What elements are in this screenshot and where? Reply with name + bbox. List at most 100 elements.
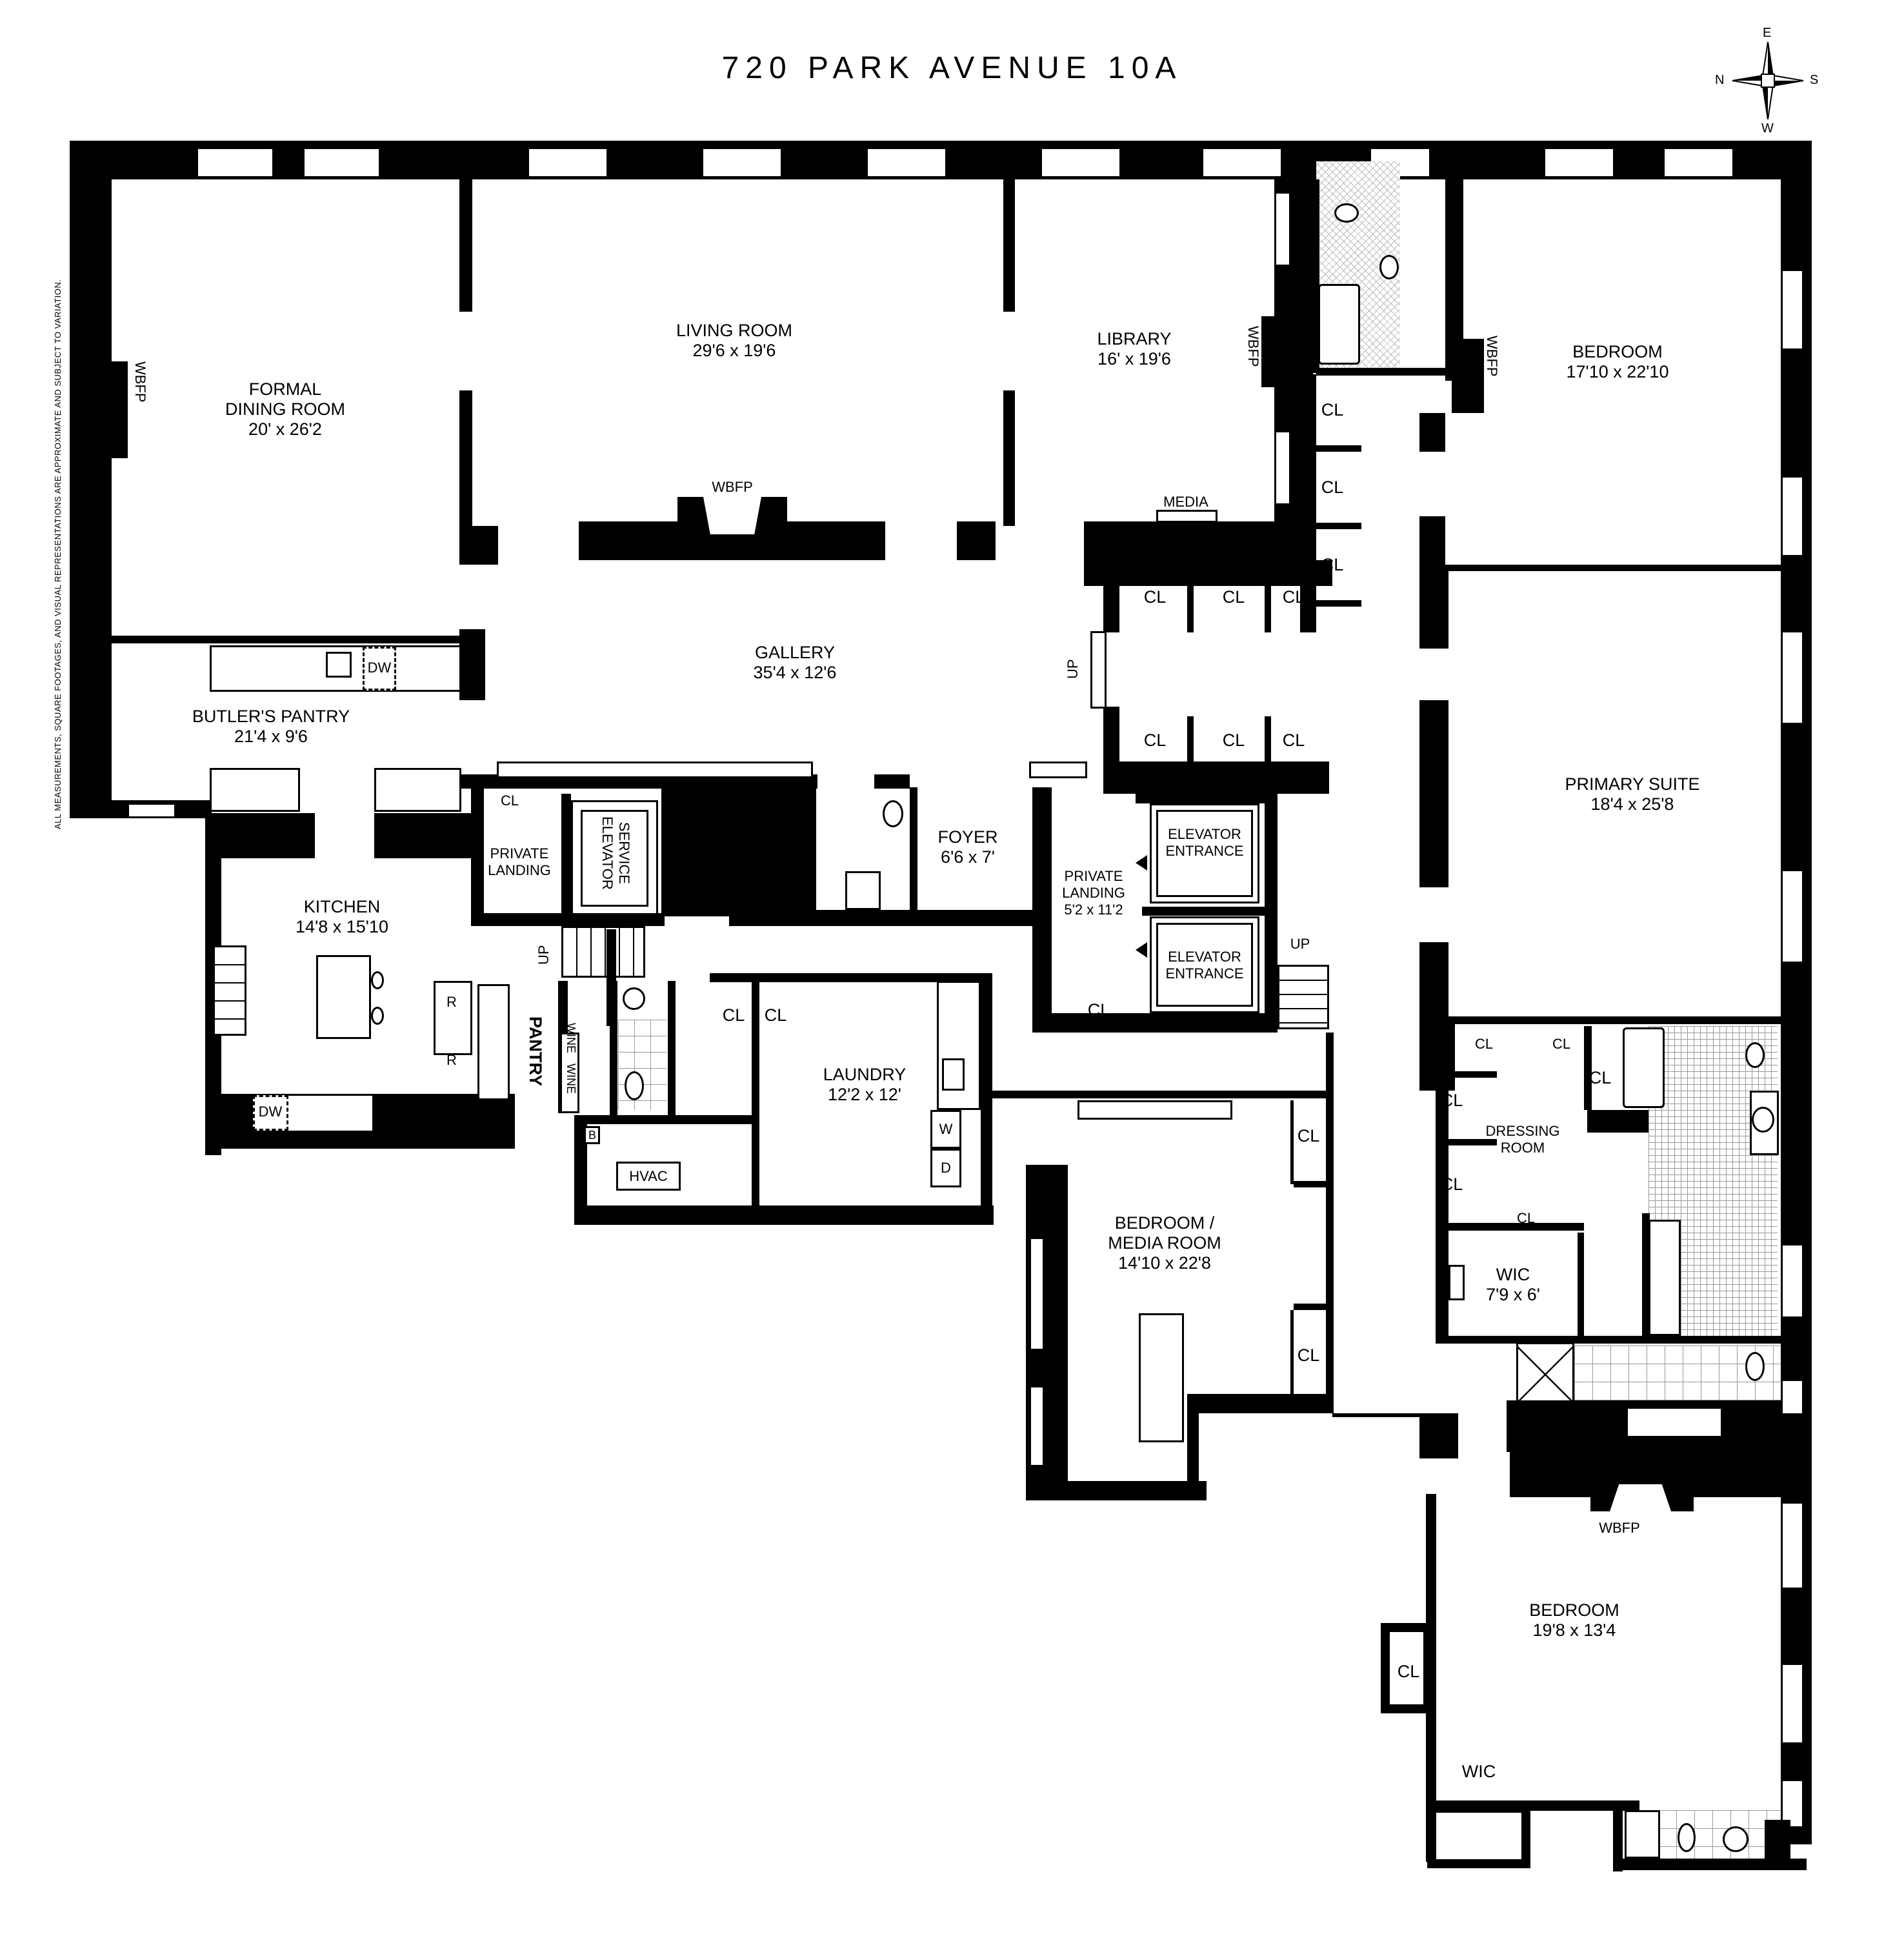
label-elevator-entrance-1: ELEVATOR ENTRANCE	[1165, 826, 1244, 859]
window	[1665, 147, 1732, 178]
wall-bedroom1-west	[1419, 516, 1445, 568]
built-in-cabinet	[1029, 761, 1087, 778]
wall-media-south-east	[1187, 1394, 1332, 1413]
bathtub	[1625, 1810, 1660, 1859]
window	[1781, 1245, 1804, 1316]
room-label-laundry: LAUNDRY 12'2 x 12'	[823, 1065, 907, 1104]
media-desk	[1139, 1313, 1184, 1442]
window	[703, 147, 781, 178]
window	[1203, 147, 1281, 178]
label-dishwasher-kitchen: DW	[258, 1104, 283, 1120]
closet-label: CL	[1588, 1068, 1612, 1087]
wall-foyer-south	[729, 910, 1052, 926]
closet-label: CL	[722, 1005, 745, 1025]
wall-gallery-closets-bottom	[1103, 707, 1119, 771]
wall-dressing-north	[1448, 1016, 1781, 1024]
closet-label: CL	[1397, 1662, 1420, 1681]
closet-label: CL	[1143, 587, 1167, 607]
elevator-2-car	[1156, 923, 1253, 1007]
closet-divider	[1448, 1071, 1497, 1078]
window	[1029, 1387, 1045, 1465]
wall-primary-bath-west	[1584, 1026, 1592, 1110]
label-wic-bedroom-3: WIC	[1461, 1762, 1496, 1781]
label-hvac: HVAC	[629, 1168, 668, 1184]
stair-up-gallery	[1090, 631, 1107, 709]
room-label-bedroom-1: BEDROOM 17'10 x 22'10	[1566, 342, 1669, 381]
label-dressing-room: DRESSING ROOM	[1485, 1123, 1560, 1156]
room-label-bedroom-3: BEDROOM 19'8 x 13'4	[1529, 1600, 1619, 1640]
closet-divider	[1316, 445, 1361, 452]
closet-label: CL	[1297, 1126, 1320, 1145]
sink-icon	[1379, 255, 1399, 279]
wall-primary-west	[1419, 565, 1448, 649]
wall-private-landing	[1032, 787, 1052, 1033]
wall-hvac	[574, 1115, 755, 1124]
wall-elevators	[1136, 787, 1278, 803]
closet-front	[1290, 1310, 1294, 1394]
closet-label: CL	[1222, 731, 1245, 750]
service-stair	[561, 926, 645, 978]
room-label-kitchen: KITCHEN 14'8 x 15'10	[296, 897, 388, 936]
wic-shelf	[1448, 1265, 1465, 1300]
closet-divider	[1294, 1304, 1329, 1310]
media-cabinet	[1156, 510, 1218, 523]
wall-media-east	[1326, 1033, 1334, 1413]
disclaimer-text: ALL MEASUREMENTS, SQUARE FOOTAGES, AND V…	[53, 279, 63, 829]
room-label-primary-suite: PRIMARY SUITE 18'4 x 25'8	[1565, 774, 1700, 814]
stool-icon	[371, 1007, 384, 1025]
toilet-icon	[1334, 203, 1359, 223]
wall-laundry-west	[752, 973, 759, 1218]
window	[1781, 478, 1804, 555]
wall-bedroom1-west	[1419, 413, 1445, 452]
wall-right	[1781, 141, 1812, 1844]
label-wine-1: WINE	[565, 1023, 577, 1053]
toilet-icon	[883, 800, 903, 827]
sink-icon	[1723, 1826, 1749, 1852]
label-up-service: UP	[536, 945, 552, 965]
linen-closet	[1648, 1220, 1681, 1336]
wall-media-south-east	[1187, 1394, 1199, 1497]
stool-icon	[371, 971, 384, 989]
compass-south: S	[1810, 73, 1819, 87]
closet-divider	[1316, 523, 1361, 529]
wall-wic-south	[1436, 1336, 1781, 1344]
closet-divider	[1265, 581, 1271, 632]
window	[129, 803, 174, 818]
wine-cooler	[560, 1033, 579, 1113]
wall-gallery-closets-top	[1084, 560, 1332, 586]
label-refrigerator-2: R	[446, 1052, 457, 1068]
wall-laundry-south	[574, 1205, 994, 1225]
label-dishwasher-pantry: DW	[367, 660, 392, 676]
wic-bedroom3	[1427, 1804, 1530, 1868]
washer	[930, 1110, 961, 1149]
closet-label: CL	[1222, 587, 1245, 607]
label-media: MEDIA	[1163, 494, 1208, 510]
stair-east	[1278, 965, 1329, 1029]
service-elevator-car	[581, 810, 648, 907]
wall-media-north	[990, 1091, 1326, 1098]
wall-hall-closets	[1300, 374, 1316, 632]
room-label-living-room: LIVING ROOM 29'6 x 19'6	[676, 321, 793, 360]
pantry-shelf	[477, 984, 510, 1100]
counter	[210, 768, 300, 812]
wall-laundry-east	[981, 973, 992, 1218]
closet-label: CL	[1474, 1036, 1494, 1052]
wall-living-gallery	[957, 521, 996, 560]
wall-primary-west	[1419, 700, 1448, 887]
wall-media-south	[1026, 1481, 1207, 1500]
bath-floor	[1574, 1346, 1781, 1400]
fireplace-dining	[112, 361, 128, 458]
compass-rose: E N S W	[1703, 26, 1832, 136]
window	[1274, 432, 1291, 503]
dishwasher	[363, 647, 396, 691]
toilet-icon	[1745, 1042, 1765, 1068]
bathtub	[1318, 284, 1360, 365]
room-label-private-landing: PRIVATE LANDING 5'2 x 11'2	[1062, 868, 1125, 918]
closet-label: CL	[1321, 478, 1344, 497]
wall-corridor-lower	[1332, 1413, 1423, 1417]
wall-dressing-south	[1436, 1223, 1584, 1231]
label-wbfp-bedroom-3: WBFP	[1599, 1520, 1640, 1536]
closet-label: CL	[1321, 555, 1344, 574]
closet-divider	[1187, 716, 1194, 768]
toilet-icon	[1745, 1352, 1765, 1381]
